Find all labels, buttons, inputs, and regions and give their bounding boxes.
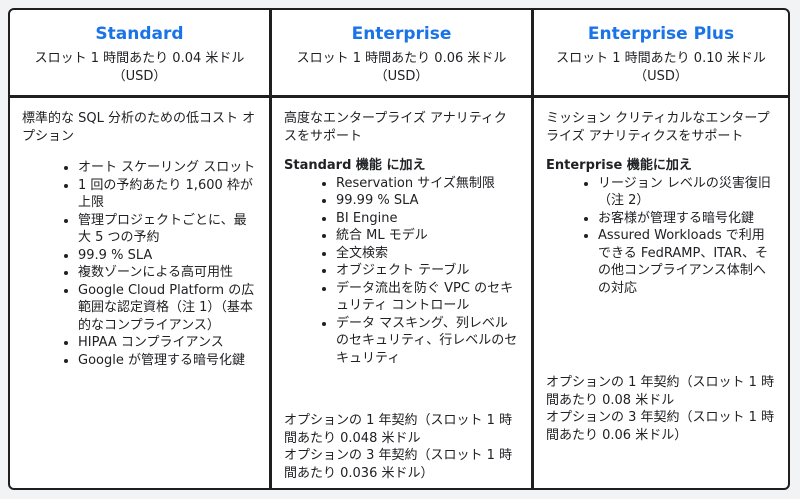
column-enterprise: Enterprise スロット 1 時間あたり 0.06 米ドル （USD） 高… [272, 10, 534, 488]
header-standard: Standard スロット 1 時間あたり 0.04 米ドル （USD） [10, 10, 269, 98]
tier-name: Standard [95, 24, 184, 44]
feature-item: 管理プロジェクトごとに、最大 5 つの予約 [78, 212, 257, 247]
header-enterprise-plus: Enterprise Plus スロット 1 時間あたり 0.10 米ドル （U… [534, 10, 788, 98]
option-1-year: オプションの 1 年契約（スロット 1 時間あたり 0.048 米ドル [284, 413, 513, 446]
tier-description: ミッション クリティカルなエンタープライズ アナリティクスをサポート [546, 111, 770, 144]
price-currency: （USD） [634, 69, 688, 84]
price-currency: （USD） [374, 69, 429, 84]
tier-name: Enterprise [351, 24, 452, 44]
commitment-options: オプションの 1 年契約（スロット 1 時間あたり 0.048 米ドル オプショ… [284, 412, 521, 482]
feature-item: 99.9 % SLA [78, 247, 257, 265]
feature-item: リージョン レベルの災害復旧（注 2） [598, 175, 776, 210]
feature-item: 1 回の予約あたり 1,600 枠が上限 [78, 177, 257, 212]
feature-item: Google Cloud Platform の広範囲な認定資格（注 1）（基本的… [78, 282, 257, 335]
feature-subheading: Standard 機能 に加え [284, 158, 426, 173]
tier-description: 標準的な SQL 分析のための低コスト オプション [22, 111, 256, 144]
pricing-table: Standard スロット 1 時間あたり 0.04 米ドル （USD） 標準的… [8, 8, 790, 490]
tier-name: Enterprise Plus [587, 24, 735, 44]
feature-item: オブジェクト テーブル [336, 262, 519, 280]
feature-list: リージョン レベルの災害復旧（注 2） お客様が管理する暗号化鍵 Assured… [546, 175, 776, 298]
feature-item: Assured Workloads で利用できる FedRAMP、ITAR、その… [598, 227, 776, 297]
feature-item: データ流出を防ぐ VPC のセキュリティ コントロール [336, 280, 519, 315]
price-line: スロット 1 時間あたり 0.04 米ドル [34, 51, 245, 66]
header-enterprise: Enterprise スロット 1 時間あたり 0.06 米ドル （USD） [272, 10, 531, 98]
column-enterprise-plus: Enterprise Plus スロット 1 時間あたり 0.10 米ドル （U… [534, 10, 788, 488]
feature-item: オート スケーリング スロット [78, 159, 257, 177]
feature-item: 統合 ML モデル [336, 227, 519, 245]
feature-item: Reservation サイズ無制限 [336, 175, 519, 193]
feature-item: Google が管理する暗号化鍵 [78, 352, 257, 370]
feature-item: お客様が管理する暗号化鍵 [598, 210, 776, 228]
feature-subheading: Enterprise 機能に加え [546, 158, 692, 173]
option-3-year: オプションの 3 年契約（スロット 1 時間あたり 0.06 米ドル） [546, 410, 775, 443]
option-1-year: オプションの 1 年契約（スロット 1 時間あたり 0.08 米ドル [546, 375, 775, 408]
feature-item: データ マスキング、列レベルのセキュリティ、行レベルのセキュリティ [336, 315, 519, 368]
feature-item: HIPAA コンプライアンス [78, 334, 257, 352]
price-line: スロット 1 時間あたり 0.10 米ドル [556, 51, 766, 66]
price-currency: （USD） [112, 69, 167, 84]
feature-item: 全文検索 [336, 245, 519, 263]
price-line: スロット 1 時間あたり 0.06 米ドル [296, 51, 507, 66]
feature-item: 複数ゾーンによる高可用性 [78, 264, 257, 282]
commitment-options: オプションの 1 年契約（スロット 1 時間あたり 0.08 米ドル オプション… [546, 374, 778, 444]
tier-description: 高度なエンタープライズ アナリティクスをサポート [284, 111, 507, 144]
feature-list: Reservation サイズ無制限 99.99 % SLA BI Engine… [284, 175, 519, 368]
feature-item: BI Engine [336, 210, 519, 228]
column-standard: Standard スロット 1 時間あたり 0.04 米ドル （USD） 標準的… [10, 10, 272, 488]
option-3-year: オプションの 3 年契約（スロット 1 時間あたり 0.036 米ドル） [284, 448, 513, 481]
feature-item: 99.99 % SLA [336, 192, 519, 210]
feature-list: オート スケーリング スロット 1 回の予約あたり 1,600 枠が上限 管理プ… [22, 159, 257, 369]
